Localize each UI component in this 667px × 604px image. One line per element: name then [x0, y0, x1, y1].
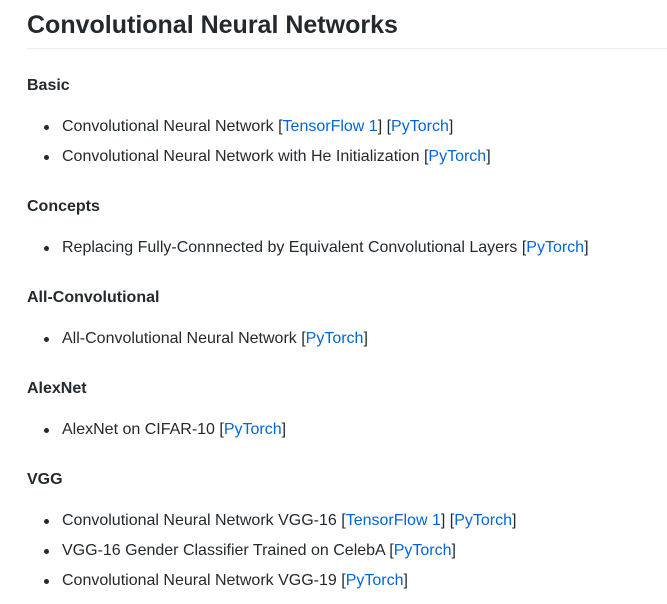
- pytorch-link[interactable]: PyTorch: [345, 572, 404, 589]
- item-text: VGG-16 Gender Classifier Trained on Cele…: [62, 542, 385, 559]
- item-text: Convolutional Neural Network with He Ini…: [62, 148, 420, 165]
- title-divider: [27, 48, 667, 49]
- pytorch-link[interactable]: PyTorch: [454, 512, 512, 529]
- list-item: All-Convolutional Neural Network [PyTorc…: [44, 328, 368, 350]
- pytorch-link[interactable]: PyTorch: [393, 542, 452, 559]
- pytorch-link[interactable]: PyTorch: [526, 239, 585, 256]
- section-heading-alexnet: AlexNet: [27, 380, 87, 397]
- pytorch-link[interactable]: PyTorch: [305, 330, 364, 347]
- item-text: All-Convolutional Neural Network: [62, 330, 297, 347]
- item-text: Replacing Fully-Connnected by Equivalent…: [62, 239, 518, 256]
- item-text: Convolutional Neural Network VGG-16: [62, 512, 337, 529]
- section-heading-vgg: VGG: [27, 471, 63, 488]
- list-item: Convolutional Neural Network [TensorFlow…: [43, 116, 453, 138]
- item-text: Convolutional Neural Network: [62, 118, 274, 135]
- list-item: VGG-16 Gender Classifier Trained on Cele…: [44, 540, 456, 562]
- list-item: Convolutional Neural Network VGG-19 [PyT…: [44, 570, 408, 592]
- section-heading-concepts: Concepts: [27, 198, 100, 215]
- list-item: Replacing Fully-Connnected by Equivalent…: [44, 237, 589, 259]
- item-text: Convolutional Neural Network VGG-19: [62, 572, 337, 589]
- tensorflow-link[interactable]: TensorFlow 1: [345, 512, 441, 529]
- pytorch-link[interactable]: PyTorch: [428, 148, 487, 165]
- pytorch-link[interactable]: PyTorch: [223, 421, 282, 438]
- tensorflow-link[interactable]: TensorFlow 1: [282, 118, 378, 135]
- section-heading-all-convolutional: All-Convolutional: [27, 289, 160, 306]
- section-heading-basic: Basic: [27, 77, 70, 94]
- item-text: AlexNet on CIFAR-10: [62, 421, 215, 438]
- list-item: AlexNet on CIFAR-10 [PyTorch]: [43, 419, 286, 441]
- list-item: Convolutional Neural Network with He Ini…: [44, 146, 491, 168]
- pytorch-link[interactable]: PyTorch: [391, 118, 449, 135]
- page-title: Convolutional Neural Networks: [27, 11, 398, 39]
- list-item: Convolutional Neural Network VGG-16 [Ten…: [43, 510, 516, 532]
